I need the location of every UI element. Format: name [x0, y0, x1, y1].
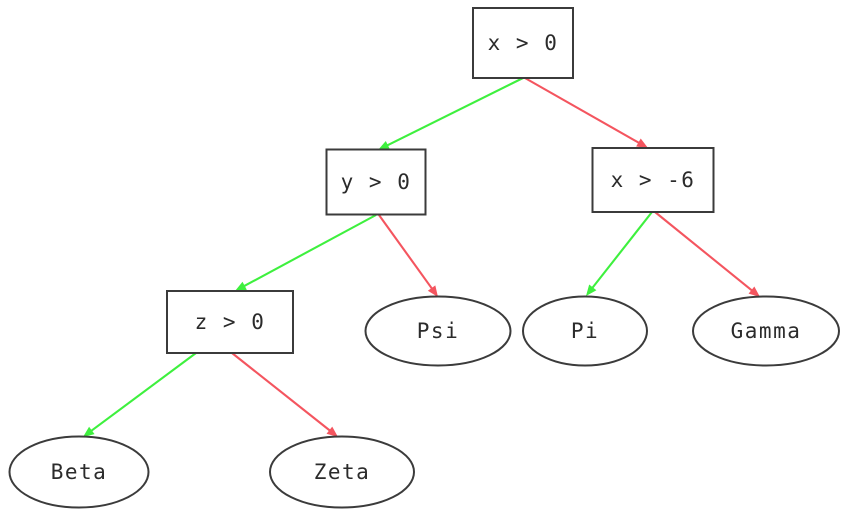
node-rect[interactable]	[472, 7, 574, 79]
edge-true	[378, 77, 524, 150]
edge-true	[235, 214, 377, 291]
edge-line	[378, 214, 435, 291]
edge-false	[654, 211, 760, 297]
node-ellipse[interactable]	[522, 295, 648, 367]
node-beta[interactable]: Beta	[8, 435, 150, 509]
node-ellipse[interactable]	[364, 295, 512, 367]
arrowhead-icon	[83, 426, 95, 437]
node-label: x > -6	[611, 168, 696, 192]
node-root[interactable]: x > 0	[472, 7, 574, 79]
edge-true	[83, 352, 197, 437]
arrowhead-icon	[586, 284, 597, 296]
node-ellipse[interactable]	[692, 295, 840, 367]
edge-line	[590, 211, 653, 291]
node-rect[interactable]	[166, 290, 294, 354]
arrowhead-icon	[748, 286, 760, 297]
node-y0[interactable]: y > 0	[325, 148, 427, 216]
node-label: z > 0	[195, 310, 266, 334]
node-label: Psi	[417, 319, 459, 343]
edge-line	[241, 214, 377, 289]
edge-line	[654, 211, 755, 293]
edge-false	[378, 214, 438, 297]
node-label: Zeta	[314, 460, 371, 484]
edge-line	[231, 352, 333, 433]
node-label: Gamma	[731, 319, 802, 343]
node-label: y > 0	[341, 170, 412, 194]
edge-line	[384, 77, 524, 148]
arrowhead-icon	[427, 285, 438, 297]
node-pi[interactable]: Pi	[522, 295, 648, 367]
node-label: Beta	[51, 460, 108, 484]
node-label: Pi	[571, 319, 599, 343]
arrowhead-icon	[636, 138, 648, 148]
edges-layer	[83, 77, 760, 437]
node-xm6[interactable]: x > -6	[591, 147, 715, 213]
node-ellipse[interactable]	[8, 435, 150, 509]
node-z0[interactable]: z > 0	[166, 290, 294, 354]
edge-false	[231, 352, 338, 437]
arrowhead-icon	[378, 140, 390, 150]
node-gamma[interactable]: Gamma	[692, 295, 840, 367]
arrowhead-icon	[235, 281, 247, 291]
node-label: x > 0	[488, 31, 559, 55]
edge-false	[524, 77, 648, 148]
edge-line	[88, 352, 197, 433]
node-rect[interactable]	[325, 148, 427, 216]
edge-line	[524, 77, 642, 145]
node-rect[interactable]	[591, 147, 715, 213]
node-ellipse[interactable]	[269, 435, 415, 509]
edge-true	[586, 211, 653, 296]
node-zeta[interactable]: Zeta	[269, 435, 415, 509]
arrowhead-icon	[326, 426, 338, 437]
node-psi[interactable]: Psi	[364, 295, 512, 367]
